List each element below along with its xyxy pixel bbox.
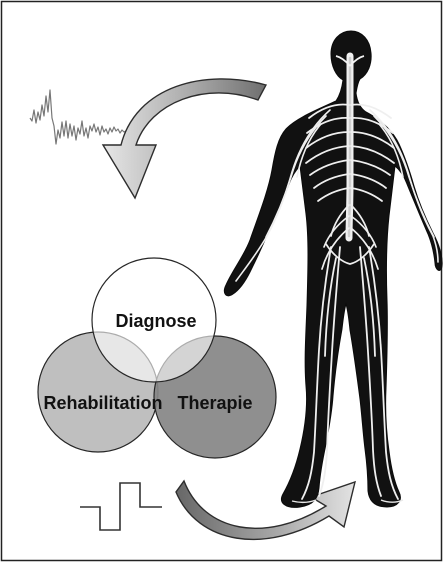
rehabilitation-label: Rehabilitation <box>43 393 162 413</box>
therapie-label: Therapie <box>177 393 252 413</box>
spinal-cord-core <box>349 58 350 236</box>
diagnose-label: Diagnose <box>115 311 196 331</box>
